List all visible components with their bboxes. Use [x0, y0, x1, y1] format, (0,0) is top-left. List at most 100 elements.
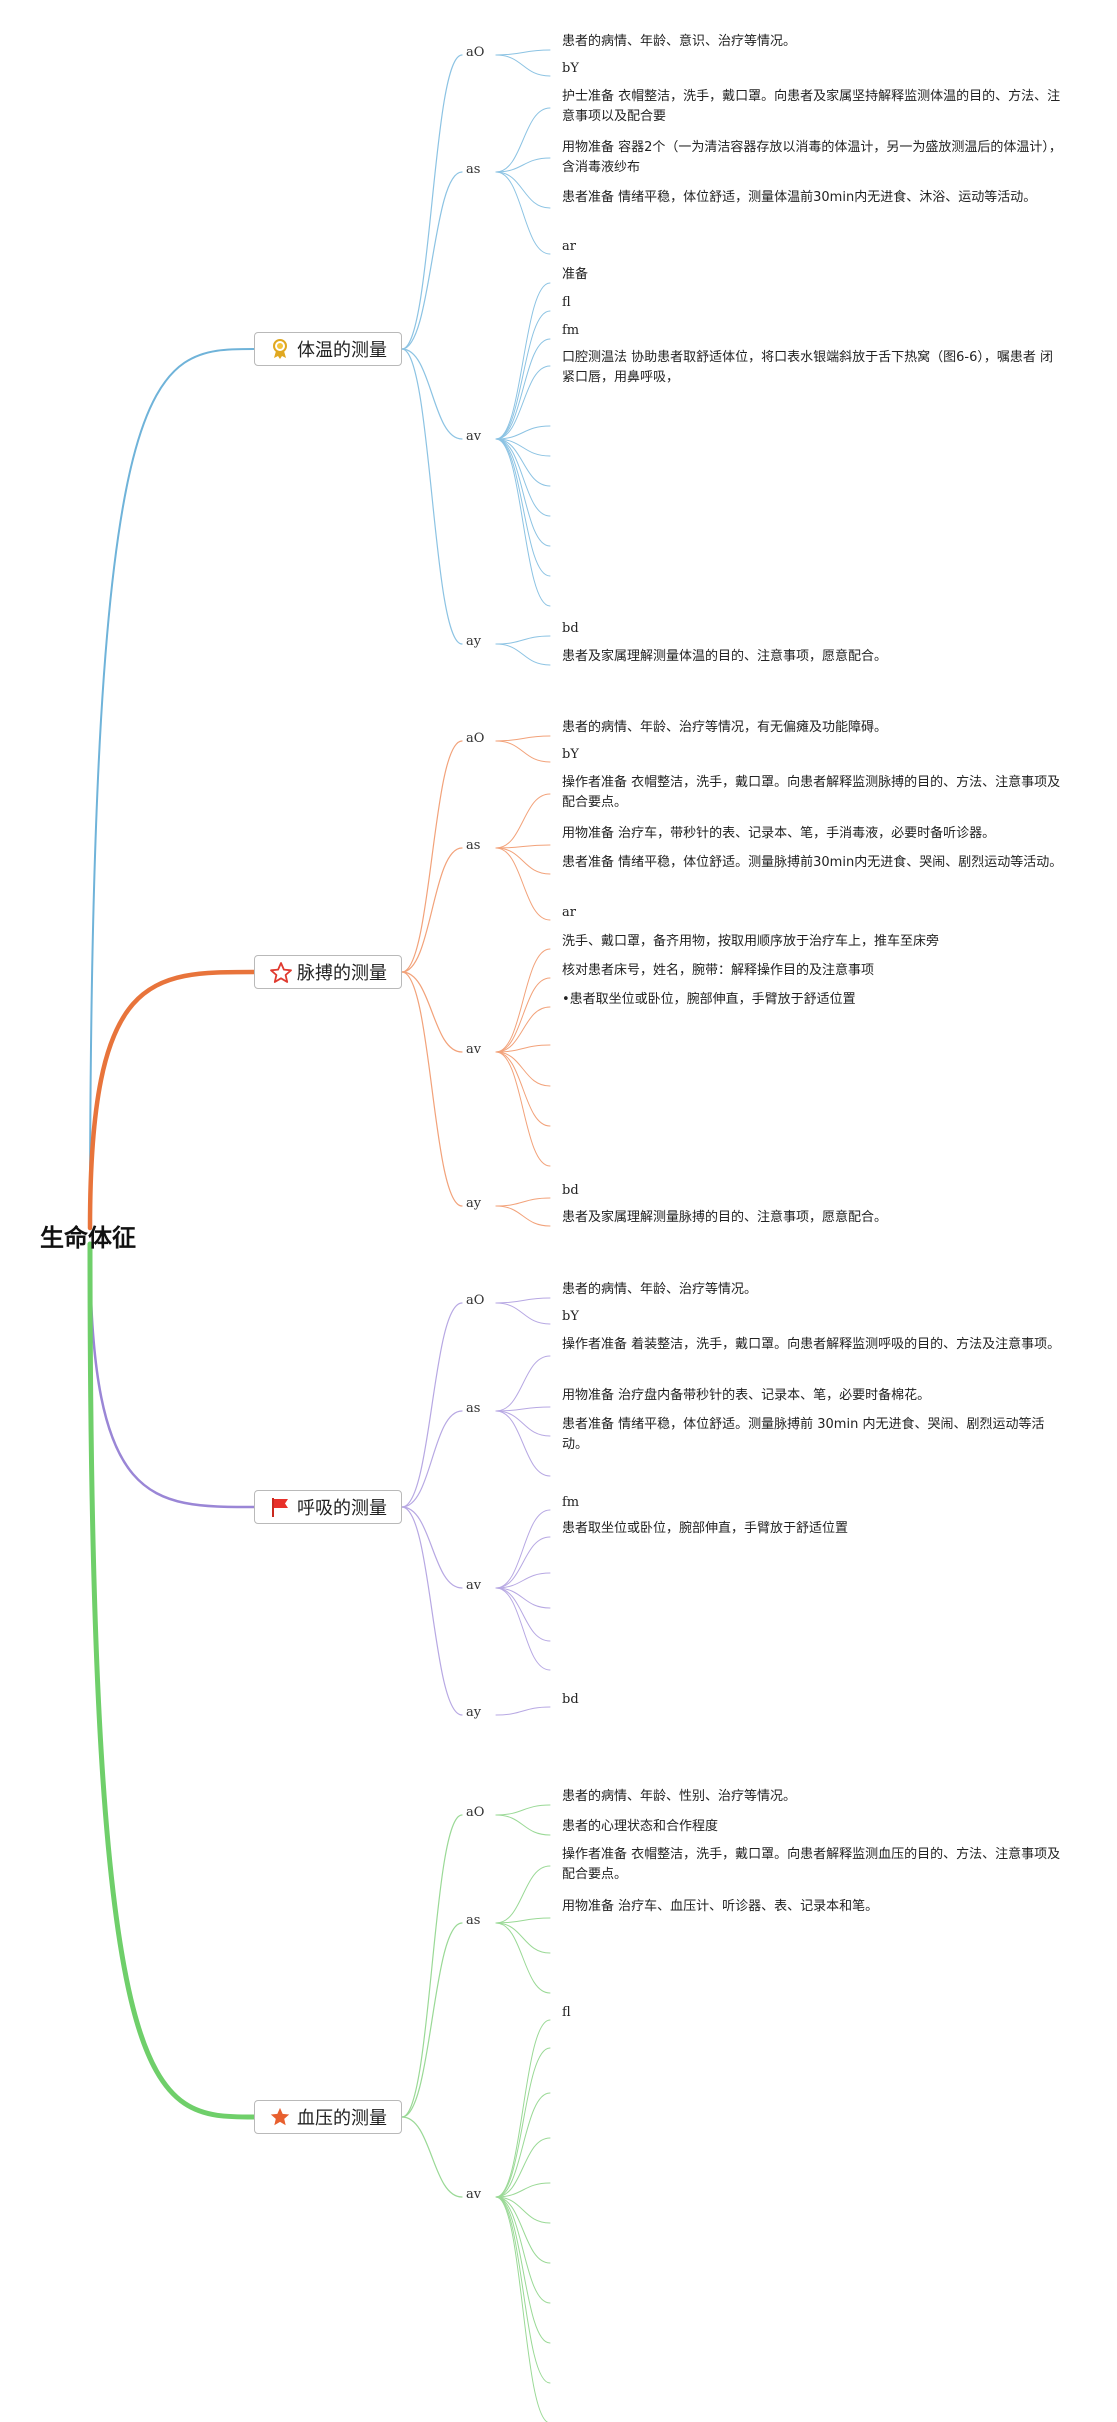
- leaf-text[interactable]: 患者及家属理解测量脉搏的目的、注意事项，愿意配合。: [562, 1210, 888, 1225]
- leaf-text[interactable]: fm: [562, 1495, 580, 1510]
- leaf-text[interactable]: 患者的病情、年龄、治疗等情况。: [562, 1282, 758, 1297]
- leaf-connector: [495, 2092, 551, 2198]
- leaf-text[interactable]: fl: [562, 295, 571, 310]
- group-code[interactable]: av: [466, 429, 482, 444]
- leaf-connector: [495, 977, 551, 1053]
- leaf-text[interactable]: bd: [562, 1692, 579, 1707]
- group-code[interactable]: ay: [466, 634, 482, 649]
- topic-connector: [401, 54, 463, 350]
- leaf-text[interactable]: fm: [562, 323, 580, 338]
- group-code[interactable]: aO: [466, 45, 485, 60]
- leaf-text[interactable]: 准备: [562, 267, 589, 282]
- leaf-connector: [495, 643, 551, 666]
- leaf-text[interactable]: bY: [562, 747, 579, 762]
- leaf-connector: [495, 1804, 551, 1816]
- leaf-text[interactable]: 患者及家属理解测量体温的目的、注意事项，愿意配合。: [562, 649, 888, 664]
- group-code[interactable]: aO: [466, 1805, 485, 1820]
- leaf-connector: [495, 2137, 551, 2198]
- leaf-text[interactable]: ar: [562, 239, 576, 254]
- leaf-connector: [495, 1051, 551, 1087]
- leaf-text[interactable]: 患者的心理状态和合作程度: [562, 1819, 719, 1834]
- leaf-text[interactable]: 患者准备 情绪平稳，体位舒适。测量脉搏前30min内无进食、哭闹、剧烈运动等活动…: [562, 855, 1063, 870]
- leaf-text[interactable]: bd: [562, 621, 579, 636]
- leaf-connector: [495, 157, 551, 173]
- leaf-text[interactable]: ar: [562, 905, 576, 920]
- topic-connector: [401, 171, 463, 350]
- leaf-connector: [495, 438, 551, 577]
- topic-connector: [401, 847, 463, 973]
- leaf-connector: [495, 1922, 551, 1994]
- group-code[interactable]: as: [466, 1913, 481, 1928]
- leaf-connector: [495, 438, 551, 607]
- group-code[interactable]: av: [466, 1578, 482, 1593]
- leaf-connector: [495, 1302, 551, 1325]
- leaf-connector: [495, 1587, 551, 1642]
- group-code[interactable]: as: [466, 838, 481, 853]
- leaf-text[interactable]: 用物准备 治疗车、血压计、听诊器、表、记录本和笔。: [562, 1899, 879, 1914]
- leaf-text[interactable]: 核对患者床号，姓名，腕带：解释操作目的及注意事项: [562, 963, 875, 978]
- leaf-connector: [495, 1044, 551, 1053]
- flag-icon: [269, 1496, 291, 1518]
- leaf-connector: [495, 635, 551, 645]
- group-code[interactable]: aO: [466, 731, 485, 746]
- topic-connector: [401, 740, 463, 973]
- leaf-text[interactable]: 患者准备 情绪平稳，体位舒适，测量体温前30min内无进食、沐浴、运动等活动。: [562, 190, 1037, 205]
- topic-label: 脉搏的测量: [297, 963, 387, 984]
- leaf-text[interactable]: fl: [562, 2005, 571, 2020]
- leaf-connector: [495, 1572, 551, 1589]
- leaf-connector: [495, 1410, 551, 1437]
- topic-blood-pressure[interactable]: 血压的测量: [254, 2100, 402, 2134]
- leaf-text[interactable]: 用物准备 治疗盘内备带秒针的表、记录本、笔，必要时备棉花。: [562, 1388, 931, 1403]
- group-code[interactable]: as: [466, 162, 481, 177]
- leaf-connector: [495, 1814, 551, 1836]
- topic-connector: [401, 348, 463, 645]
- leaf-text[interactable]: bY: [562, 1309, 579, 1324]
- topic-label: 呼吸的测量: [297, 1498, 387, 1519]
- root-topic[interactable]: 生命体征: [40, 1224, 136, 1252]
- leaf-text[interactable]: 操作者准备 着装整洁，洗手，戴口罩。向患者解释监测呼吸的目的、方法及注意事项。: [562, 1337, 1061, 1352]
- star-outline-icon: [269, 961, 292, 983]
- leaf-connector: [495, 171, 551, 255]
- leaf-text[interactable]: 患者的病情、年龄、性别、治疗等情况。: [562, 1789, 797, 1804]
- topic-respiration[interactable]: 呼吸的测量: [254, 1490, 402, 1524]
- leaf-text[interactable]: 患者取坐位或卧位，腕部伸直，手臂放于舒适位置: [562, 1521, 849, 1536]
- leaf-connector: [495, 2196, 551, 2264]
- leaf-text[interactable]: 患者的病情、年龄、治疗等情况，有无偏瘫及功能障碍。: [562, 720, 888, 735]
- group-code[interactable]: ay: [466, 1705, 482, 1720]
- leaf-text[interactable]: 操作者准备 衣帽整洁，洗手，戴口罩。向患者解释监测脉搏的目的、方法、注意事项及配…: [562, 775, 1061, 810]
- leaf-text[interactable]: 口腔测温法 协助患者取舒适体位，将口表水银端斜放于舌下热窝（图6-6），嘱患者 …: [562, 350, 1053, 385]
- leaf-connector: [495, 1706, 551, 1716]
- leaf-connector: [495, 2196, 551, 2344]
- group-code[interactable]: ay: [466, 1196, 482, 1211]
- leaf-text[interactable]: •患者取坐位或卧位，腕部伸直，手臂放于舒适位置: [562, 992, 856, 1007]
- leaf-connector: [495, 438, 551, 517]
- topic-connector: [401, 1814, 463, 2118]
- leaf-connector: [495, 171, 551, 209]
- leaf-connector: [495, 338, 551, 440]
- leaf-text[interactable]: 洗手、戴口罩，备齐用物，按取用顺序放于治疗车上，推车至床旁: [562, 934, 940, 949]
- leaf-text[interactable]: 护士准备 衣帽整洁，洗手，戴口罩。向患者及家属坚持解释监测体温的目的、方法、注意…: [562, 89, 1061, 124]
- topic-body-temperature[interactable]: 体温的测量: [254, 332, 402, 366]
- leaf-text[interactable]: 用物准备 治疗车，带秒针的表、记录本、笔，手消毒液，必要时备听诊器。: [562, 826, 996, 841]
- topic-pulse[interactable]: 脉搏的测量: [254, 955, 402, 989]
- group-code[interactable]: av: [466, 1042, 482, 1057]
- leaf-text[interactable]: bY: [562, 61, 579, 76]
- topic-connector: [401, 971, 463, 1207]
- leaf-text[interactable]: 患者的病情、年龄、意识、治疗等情况。: [562, 34, 797, 49]
- leaf-text[interactable]: 患者准备 情绪平稳，体位舒适。测量脉搏前 30min 内无进食、哭闹、剧烈运动等…: [562, 1417, 1045, 1452]
- leaf-connector: [495, 49, 551, 56]
- group-code[interactable]: av: [466, 2187, 482, 2202]
- topic-label: 血压的测量: [297, 2108, 387, 2129]
- leaf-connector: [495, 365, 551, 440]
- topic-connector: [401, 2116, 463, 2198]
- topic-connector: [401, 1410, 463, 1508]
- leaf-text[interactable]: 用物准备 容器2个（一为清洁容器存放以消毒的体温计，另一为盛放测温后的体温计），…: [562, 140, 1062, 175]
- leaf-connector: [495, 54, 551, 77]
- group-code[interactable]: aO: [466, 1293, 485, 1308]
- leaf-connector: [495, 2019, 551, 2198]
- group-code[interactable]: as: [466, 1401, 481, 1416]
- leaf-text[interactable]: 操作者准备 衣帽整洁，洗手，戴口罩。向患者解释监测血压的目的、方法、注意事项及配…: [562, 1847, 1061, 1882]
- leaf-connector: [495, 438, 551, 487]
- leaf-text[interactable]: bd: [562, 1183, 579, 1198]
